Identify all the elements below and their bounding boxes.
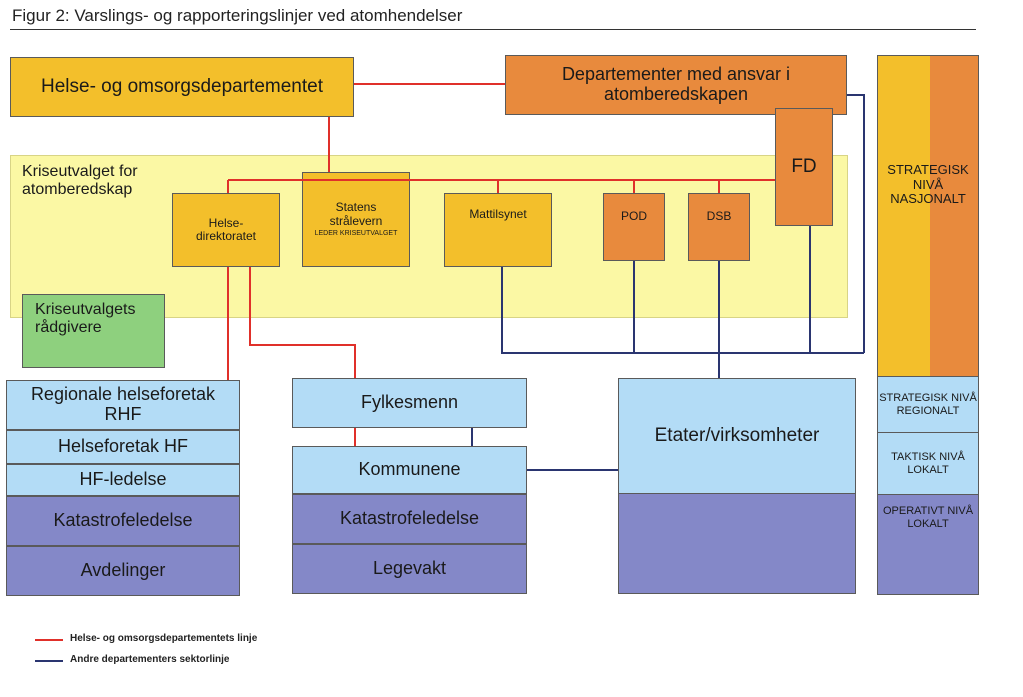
blue-line-bottom xyxy=(501,267,864,354)
box-rhf: Regionale helseforetak RHF xyxy=(6,380,240,430)
legend-blue-swatch xyxy=(35,660,63,662)
legend-red-label: Helse- og omsorgsdepartementets linje xyxy=(70,633,258,644)
box-pod: POD xyxy=(603,193,665,261)
box-etater: Etater/virksomheter xyxy=(618,378,856,494)
level-strategic-regional: STRATEGISK NIVÅ REGIONALT xyxy=(878,376,978,432)
figure-title: Figur 2: Varslings- og rapporteringslinj… xyxy=(12,6,463,25)
level-strategic-national-right xyxy=(930,56,978,376)
box-dsb: DSB xyxy=(688,193,750,261)
box-hf: Helseforetak HF xyxy=(6,430,240,464)
box-fylkesmenn: Fylkesmenn xyxy=(292,378,527,428)
legend-red-swatch xyxy=(35,639,63,641)
box-raadgivere: Kriseutvalgets rådgivere xyxy=(22,294,165,368)
box-hf-ledelse: HF-ledelse xyxy=(6,464,240,496)
kriseutvalget-label: Kriseutvalget for atomberedskap xyxy=(22,163,138,198)
box-helsedirektoratet: Helse-direktoratet xyxy=(172,193,280,267)
box-kommunene: Kommunene xyxy=(292,446,527,494)
box-mattilsynet: Mattilsynet xyxy=(444,193,552,267)
box-avdelinger: Avdelinger xyxy=(6,546,240,596)
straalevern-sublabel: LEDER KRISEUTVALGET xyxy=(314,229,398,237)
red-line-to-fylkesmenn xyxy=(249,267,356,378)
level-strategic-national-left xyxy=(878,56,930,376)
title-rule xyxy=(10,29,976,30)
box-helse-omsorgsdepartementet: Helse- og omsorgsdepartementet xyxy=(10,57,354,117)
box-departementer: Departementer med ansvar i atomberedskap… xyxy=(505,55,847,115)
straalevern-label: Statens strålevern xyxy=(329,200,383,228)
box-katastrofeledelse-left: Katastrofeledelse xyxy=(6,496,240,546)
box-katastrofeledelse-mid: Katastrofeledelse xyxy=(292,494,527,544)
level-strategic-national: STRATEGISK NIVÅ NASJONALT xyxy=(887,161,969,207)
level-tactical-local: TAKTISK NIVÅ LOKALT xyxy=(878,432,978,494)
legend-blue-label: Andre departementers sektorlinje xyxy=(70,654,230,665)
blue-line-departementer-right xyxy=(847,94,865,353)
box-legevakt: Legevakt xyxy=(292,544,527,594)
box-fd: FD xyxy=(775,108,833,226)
box-statens-straalevern: Statens strålevern LEDER KRISEUTVALGET xyxy=(302,172,410,267)
level-operative-local: OPERATIVT NIVÅ LOKALT xyxy=(878,494,978,594)
